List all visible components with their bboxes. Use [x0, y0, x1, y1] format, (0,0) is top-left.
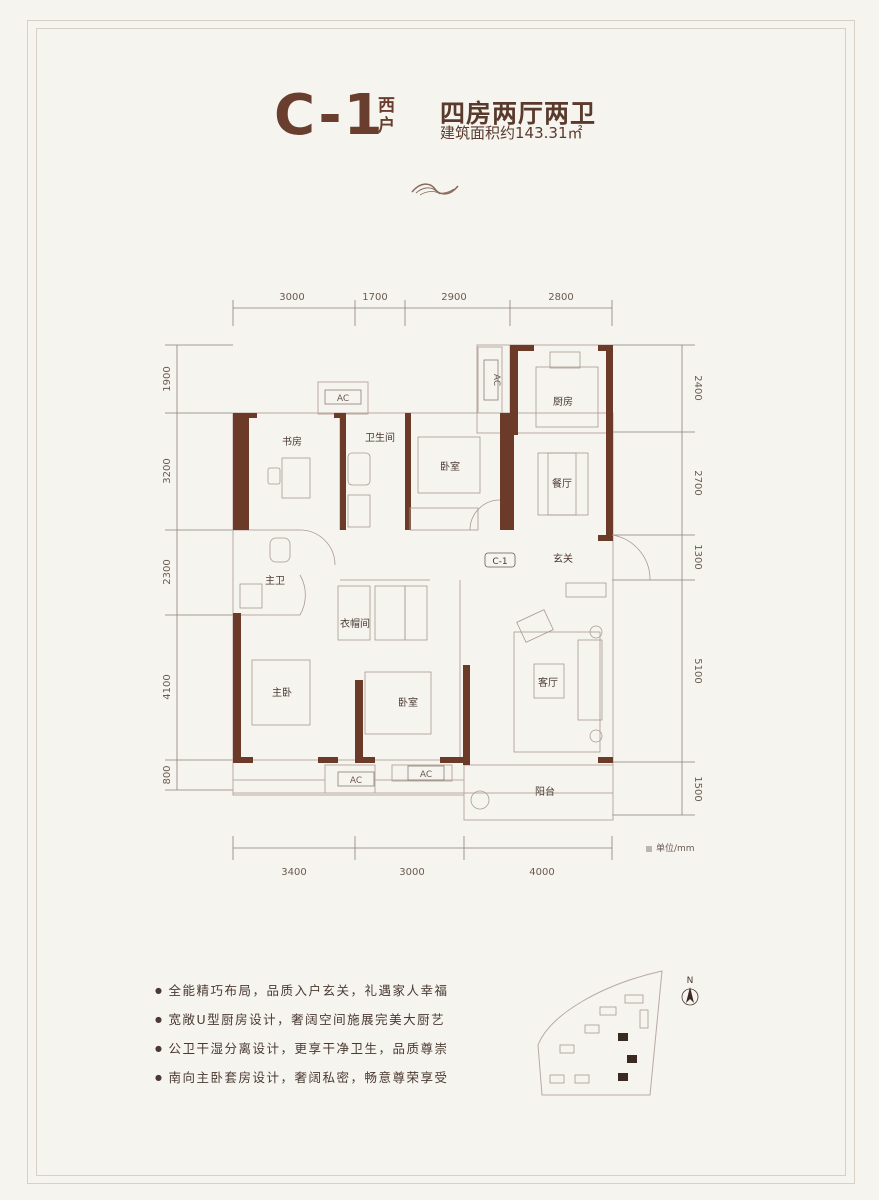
ac-box-2: [483, 359, 499, 401]
ac-label-4: AC: [420, 770, 432, 780]
orientation-label: 西 户: [378, 96, 395, 136]
room-dining: 餐厅: [552, 477, 572, 490]
room-bath: 卫生间: [365, 431, 395, 444]
layout-type: 四房两厅两卫: [440, 99, 597, 128]
unit-tag: C-1: [492, 557, 507, 567]
room-balcony: 阳台: [535, 785, 555, 798]
structural-walls: [233, 345, 613, 765]
dim-right-4: 5100: [692, 658, 703, 683]
room-entry: 玄关: [553, 552, 573, 565]
floor-plan: 3000 1700 2900 2800 3400 3000 4000 1900 …: [162, 292, 703, 878]
dim-left-4: 4100: [162, 674, 173, 699]
ac-label-1: AC: [337, 394, 349, 404]
dim-top-1: 3000: [279, 292, 304, 303]
dimension-lines: [165, 300, 695, 860]
room-study: 书房: [282, 435, 302, 448]
unit-tag-box: [484, 552, 516, 568]
unit-code: C-1: [274, 83, 385, 148]
dim-left-5: 800: [162, 765, 173, 784]
dim-right-5: 1500: [692, 776, 703, 801]
room-bedroom-south: 卧室: [398, 696, 418, 709]
feature-item: 全能精巧布局，品质入户玄关，礼遇家人幸福: [155, 976, 449, 1005]
dim-left-1: 1900: [162, 366, 173, 391]
dim-right-2: 2700: [692, 470, 703, 495]
outer-frame: [27, 20, 855, 1184]
inner-frame: [36, 28, 846, 1176]
room-bedroom-north: 卧室: [440, 460, 460, 473]
site-map: N: [537, 970, 699, 1096]
dim-top-3: 2900: [441, 292, 466, 303]
dim-left-3: 2300: [162, 559, 173, 584]
ac-label-3: AC: [350, 776, 362, 786]
ac-box-3: [337, 771, 375, 787]
feature-item: 公卫干湿分离设计，更享干净卫生，品质尊崇: [155, 1034, 449, 1063]
room-master-bedroom: 主卧: [272, 686, 292, 699]
ornament-icon: [411, 183, 459, 196]
dim-right-1: 2400: [692, 375, 703, 400]
dim-bottom-1: 3400: [281, 867, 306, 878]
unit-legend: 单位/mm: [646, 841, 695, 854]
outline-walls: [232, 344, 614, 821]
dim-right-3: 1300: [692, 544, 703, 569]
compass-icon: [681, 987, 699, 1006]
fixtures: [239, 351, 651, 810]
feature-item: 宽敞U型厨房设计，奢阔空间施展完美大厨艺: [155, 1005, 449, 1034]
room-cloakroom: 衣帽间: [340, 617, 370, 630]
dim-bottom-3: 4000: [529, 867, 554, 878]
room-living: 客厅: [538, 676, 558, 689]
ac-box-1: [324, 389, 362, 405]
area-text: 建筑面积约143.31㎡: [440, 124, 583, 142]
feature-item: 南向主卧套房设计，奢阔私密，畅意尊荣享受: [155, 1063, 449, 1092]
dim-top-2: 1700: [362, 292, 387, 303]
feature-list: 全能精巧布局，品质入户玄关，礼遇家人幸福 宽敞U型厨房设计，奢阔空间施展完美大厨…: [155, 976, 449, 1092]
room-kitchen: 厨房: [553, 395, 573, 408]
ac-label-2: AC: [491, 374, 501, 386]
dim-top-4: 2800: [548, 292, 573, 303]
ac-box-4: [407, 765, 445, 781]
north-label: N: [687, 976, 694, 986]
dim-bottom-2: 3000: [399, 867, 424, 878]
room-master-bath: 主卫: [265, 575, 285, 587]
dim-left-2: 3200: [162, 458, 173, 483]
